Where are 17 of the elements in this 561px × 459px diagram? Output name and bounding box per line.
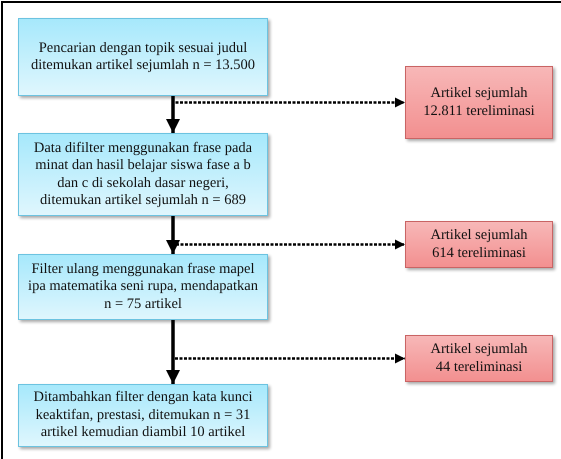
process-box: [18, 254, 268, 320]
process-box: [18, 133, 268, 216]
process-box: [18, 384, 268, 447]
box-text: Ditambahkan filter dengan kata kunci keaktifan, prestasi, ditemukan n = 31 artikel kemudian diambil 10 artikel: [32, 389, 254, 442]
exclusion-box: [405, 335, 553, 382]
box-text: Data difilter menggunakan frase pada minat dan hasil belajar siswa fase a b dan c di sekolah dasar negeri, ditemukan artikel sejumlah n = 689: [32, 140, 254, 210]
box-text: Pencarian dengan topik sesuai judul ditemukan artikel sejumlah n = 13.500: [30, 40, 256, 74]
box-text: Artikel sejumlah 614 tereliminasi: [429, 227, 529, 262]
process-box: [18, 18, 268, 96]
arrow: [166, 320, 180, 384]
arrow: [166, 216, 180, 254]
arrow: [166, 96, 180, 133]
exclusion-box: [405, 221, 553, 268]
box-text: Filter ulang menggunakan frase mapel ipa matematika seni rupa, mendapatkan n = 75 artikel: [27, 260, 259, 314]
box-text: Artikel sejumlah 44 tereliminasi: [429, 341, 529, 376]
exclusion-box: [405, 66, 553, 139]
box-text: Artikel sejumlah 12.811 tereliminasi: [422, 85, 536, 120]
